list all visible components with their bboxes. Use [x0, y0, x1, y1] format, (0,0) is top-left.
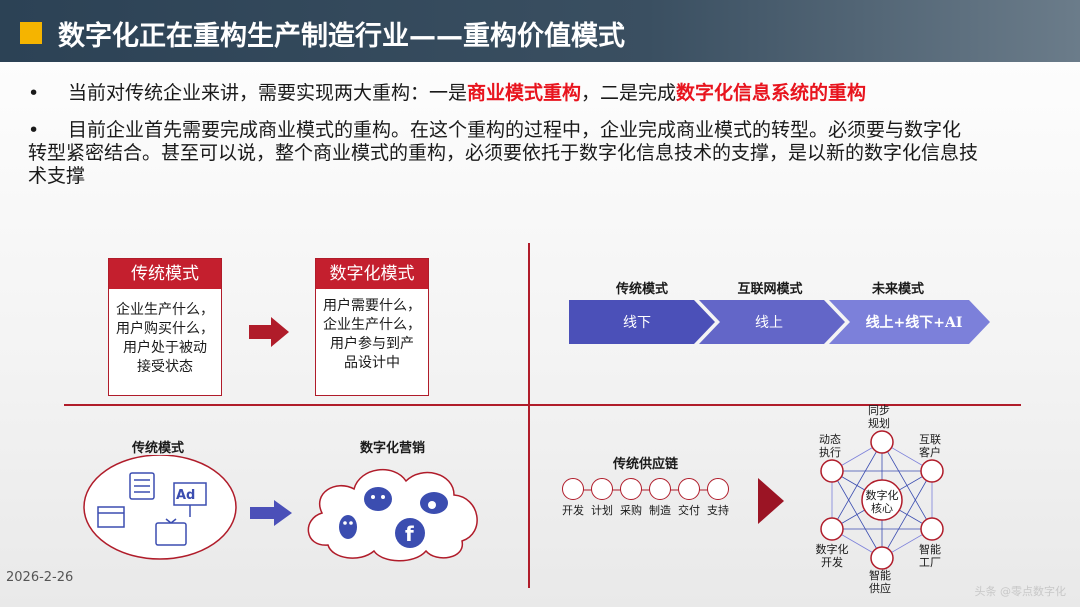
- chain-item-label: 采购: [620, 504, 642, 517]
- stage-label-future: 未来模式: [871, 282, 924, 297]
- bullet-list: • 当前对传统企业来讲，需要实现两大重构：一是商业模式重构，二是完成数字化信息系统…: [28, 82, 1028, 188]
- node-sync-plan: [870, 430, 894, 454]
- traditional-mode-box: 传统模式 企业生产什么， 用户购买什么， 用户处于被动 接受状态: [108, 258, 222, 396]
- highlight-digital-system: 数字化信息系统的重构: [676, 82, 867, 104]
- traditional-mode-title: 传统模式: [109, 259, 221, 289]
- digital-mode-box: 数字化模式 用户需要什么， 企业生产什么， 用户参与到产 品设计中: [315, 258, 429, 396]
- digital-network-diagram: [820, 430, 944, 570]
- facebook-icon: f: [395, 518, 425, 548]
- truck-icon: [678, 478, 700, 500]
- digital-mode-title: 数字化模式: [316, 259, 428, 289]
- digital-media-cloud: f: [307, 468, 478, 562]
- slide-title: 数字化正在重构生产制造行业——重构价值模式: [58, 21, 625, 52]
- bullet-1-text: 当前对传统企业来讲，需要实现两大重构：一是: [68, 82, 468, 104]
- billboard-ad-icon: Ad: [173, 482, 207, 517]
- blue-arrow-icon: [250, 500, 292, 526]
- wechat-icon: [364, 487, 392, 511]
- digital-marketing-label: 数字化营销: [360, 441, 426, 456]
- core-label: 数字化核心: [865, 489, 899, 515]
- bullet-dot: •: [28, 82, 40, 104]
- chevron-online: [699, 300, 845, 344]
- slide-date: 2026-2-26: [6, 570, 74, 585]
- node-label-smart-supply: 智能供应: [869, 569, 891, 595]
- supply-chain-label: 传统供应链: [613, 457, 679, 472]
- node-connected-customer: [920, 459, 944, 483]
- node-label-smart-factory: 智能工厂: [919, 543, 941, 569]
- ad-text: Ad: [176, 488, 195, 503]
- node-label-digital-dev: 数字化开发: [815, 543, 849, 569]
- body-line: 用户处于被动: [123, 340, 207, 356]
- chevron-omni-text: 线上+线下+AI: [866, 314, 963, 331]
- node-smart-supply: [870, 546, 894, 570]
- horizontal-divider: [64, 404, 1021, 406]
- bullet-2: •目前企业首先需要完成商业模式的重构。在这个重构的过程中，企业完成商业模式的转型…: [28, 119, 978, 188]
- stage-label-traditional: 传统模式: [615, 282, 668, 297]
- node-label-connected-customer: 互联客户: [919, 433, 941, 459]
- chart-icon: [591, 478, 613, 500]
- traditional-media-cluster: Ad: [83, 455, 237, 560]
- chain-item-support: 支持: [706, 478, 730, 517]
- node-label-dynamic-exec: 动态执行: [819, 433, 841, 459]
- body-line: 企业生产什么，: [116, 302, 214, 318]
- body-line: 用户需要什么，: [323, 298, 421, 314]
- body-line: 企业生产什么，: [323, 317, 421, 333]
- chain-item-label: 交付: [678, 504, 700, 517]
- flask-icon: [562, 478, 584, 500]
- tv-icon: [155, 518, 187, 546]
- headset-icon: [707, 478, 729, 500]
- svg-text:f: f: [405, 522, 414, 546]
- chevron-online-text: 线上: [755, 315, 783, 331]
- node-dynamic-exec: [820, 459, 844, 483]
- chain-item-develop: 开发: [561, 478, 585, 517]
- traditional-marketing-label: 传统模式: [132, 441, 185, 456]
- bullet-2-text: 目前企业首先需要完成商业模式的重构。在这个重构的过程中，企业完成商业模式的转型。…: [28, 119, 979, 187]
- stage-label-internet: 互联网模式: [737, 282, 803, 297]
- bullet-1: • 当前对传统企业来讲，需要实现两大重构：一是商业模式重构，二是完成数字化信息系统…: [28, 82, 1028, 105]
- body-line: 品设计中: [344, 355, 400, 371]
- box-icon: [620, 478, 642, 500]
- title-marker: [20, 22, 42, 44]
- right-arrow-icon: [249, 317, 289, 347]
- vertical-divider: [528, 243, 530, 588]
- calendar-icon: [97, 506, 125, 528]
- node-label-sync-plan: 同步规划: [868, 404, 890, 430]
- body-line: 接受状态: [137, 359, 193, 375]
- chain-item-plan: 计划: [590, 478, 614, 517]
- chevron-omni: [829, 300, 990, 344]
- chain-item-label: 制造: [649, 504, 671, 517]
- chain-item-procure: 采购: [619, 478, 643, 517]
- chevron-offline: [569, 300, 715, 344]
- node-digital-dev: [820, 517, 844, 541]
- chain-item-label: 支持: [707, 504, 729, 517]
- weibo-icon: [420, 492, 448, 514]
- highlight-business-model: 商业模式重构: [467, 82, 582, 104]
- stage-chevrons: 线下 线上 线上+线下+AI: [569, 300, 990, 344]
- bullet-1-mid: ，二是完成: [581, 82, 677, 104]
- gear-icon: [649, 478, 671, 500]
- qq-icon: [339, 515, 357, 539]
- chain-item-manufacture: 制造: [648, 478, 672, 517]
- chain-item-label: 开发: [562, 504, 584, 517]
- bullet-dot: •: [28, 119, 40, 141]
- node-smart-factory: [920, 517, 944, 541]
- chevron-offline-text: 线下: [623, 315, 651, 331]
- dark-red-arrow-icon: [758, 478, 784, 524]
- chain-item-deliver: 交付: [677, 478, 701, 517]
- slide-header: 数字化正在重构生产制造行业——重构价值模式: [0, 0, 1080, 62]
- traditional-mode-body: 企业生产什么， 用户购买什么， 用户处于被动 接受状态: [109, 289, 221, 377]
- body-line: 用户购买什么，: [116, 321, 214, 337]
- chain-item-label: 计划: [591, 504, 613, 517]
- watermark: 头条 @零点数字化: [974, 585, 1067, 598]
- newspaper-icon: [129, 472, 155, 500]
- digital-mode-body: 用户需要什么， 企业生产什么， 用户参与到产 品设计中: [316, 289, 428, 373]
- body-line: 用户参与到产: [330, 336, 414, 352]
